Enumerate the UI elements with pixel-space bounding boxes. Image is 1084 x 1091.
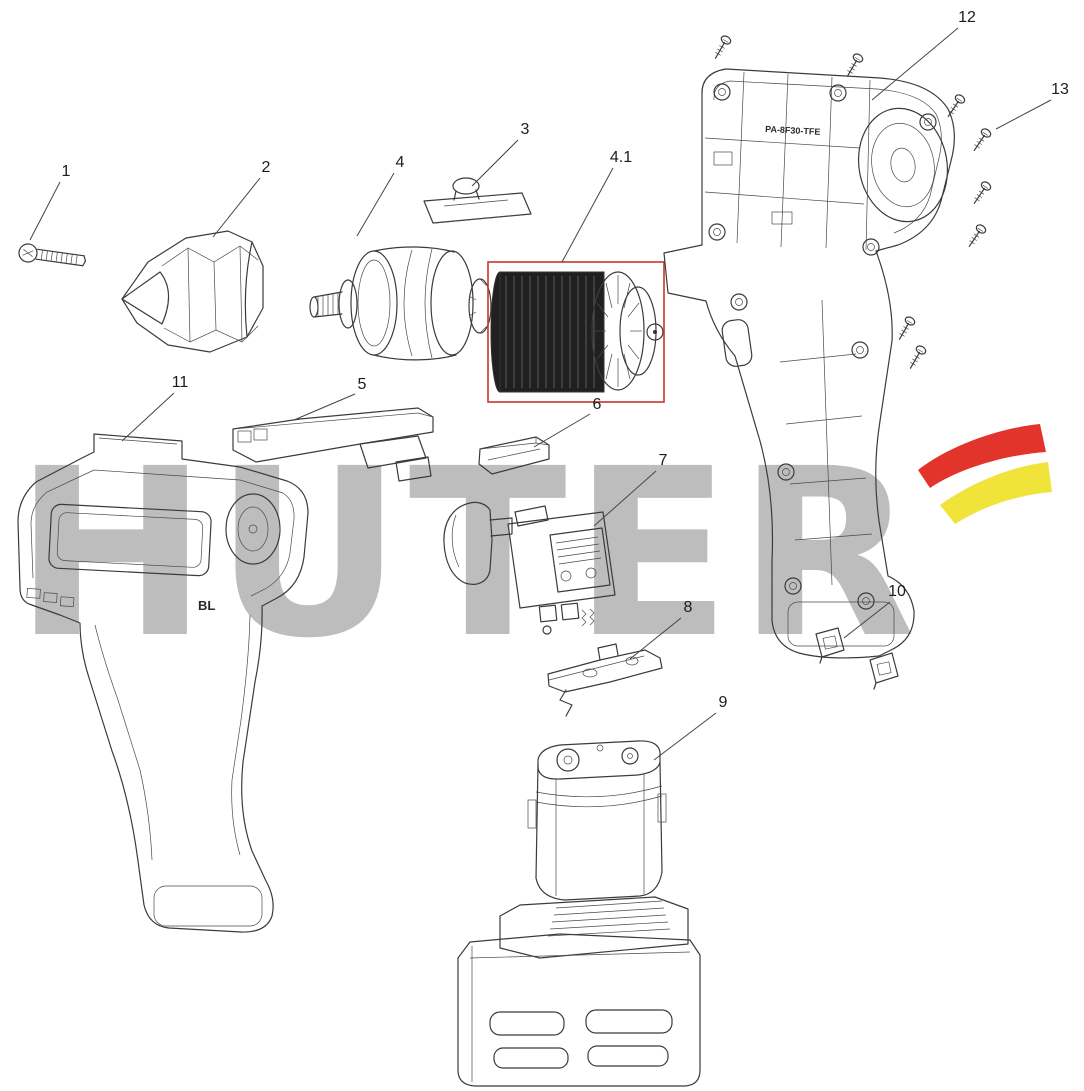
- part-label-6: 6: [593, 396, 602, 413]
- callout-1: 1: [29, 163, 71, 241]
- callout-2: 2: [212, 159, 271, 238]
- part-7-switch: [443, 501, 616, 635]
- part-10-clips: [815, 627, 899, 690]
- logo-yellow-band: [940, 462, 1052, 524]
- callout-4-1: 4.1: [561, 149, 632, 263]
- callout-13: 13: [995, 81, 1069, 130]
- left-housing-marking: BL: [198, 598, 215, 613]
- part-1-screw: [18, 243, 87, 267]
- callout-11: 11: [121, 374, 189, 442]
- part-9-mount-can: [527, 740, 667, 901]
- part-label-4: 4: [396, 154, 405, 171]
- right-housing-marking: PA-8F30-TFE: [765, 124, 821, 137]
- callout-6: 6: [533, 396, 602, 448]
- part-5-slide-plate: [232, 407, 434, 482]
- motor-laminations: [505, 276, 595, 388]
- callouts: 1 2 3 4 4.1 5: [29, 9, 1069, 761]
- brand-logo-swoosh: [918, 424, 1052, 524]
- part-4-1-motor: [487, 261, 665, 403]
- part-label-2: 2: [262, 159, 271, 176]
- part-label-10: 10: [888, 583, 906, 600]
- part-label-11: 11: [172, 374, 189, 391]
- callout-5: 5: [293, 376, 367, 421]
- part-label-7: 7: [659, 452, 668, 469]
- battery-vent-slots: [547, 900, 671, 937]
- handle-ribs: [779, 299, 873, 586]
- brand-watermark: HUTER: [14, 419, 922, 689]
- part-11-left-housing: BL: [17, 433, 309, 933]
- motor-highlight-box: [487, 261, 665, 403]
- part-8-contact-plate: [547, 643, 663, 717]
- callout-12: 12: [871, 9, 976, 101]
- part-2-chuck: [121, 230, 264, 353]
- part-label-3: 3: [521, 121, 530, 138]
- part-label-1: 1: [62, 163, 71, 180]
- part-label-9: 9: [719, 694, 728, 711]
- housing-rib-grid: [704, 71, 871, 251]
- part-13-screws: [710, 33, 993, 372]
- part-label-5: 5: [358, 376, 367, 393]
- part-3-clip: [423, 177, 532, 224]
- part-12-right-housing: PA-8F30-TFE: [663, 68, 955, 659]
- part-label-12: 12: [958, 9, 976, 26]
- part-label-13: 13: [1051, 81, 1069, 98]
- callout-10: 10: [843, 583, 906, 639]
- callout-3: 3: [471, 121, 530, 187]
- logo-red-band: [918, 424, 1046, 488]
- callout-8: 8: [629, 599, 693, 660]
- callout-9: 9: [653, 694, 728, 761]
- switch-label-lines: [555, 536, 602, 582]
- part-label-4-1: 4.1: [610, 149, 632, 166]
- callout-4: 4: [356, 154, 405, 237]
- part-6-block: [478, 436, 550, 475]
- callout-7: 7: [593, 452, 668, 527]
- part-label-8: 8: [684, 599, 693, 616]
- battery-pack: [457, 896, 701, 1087]
- motor-fan-fins: [594, 275, 642, 387]
- part-4-gearbox: [309, 246, 492, 361]
